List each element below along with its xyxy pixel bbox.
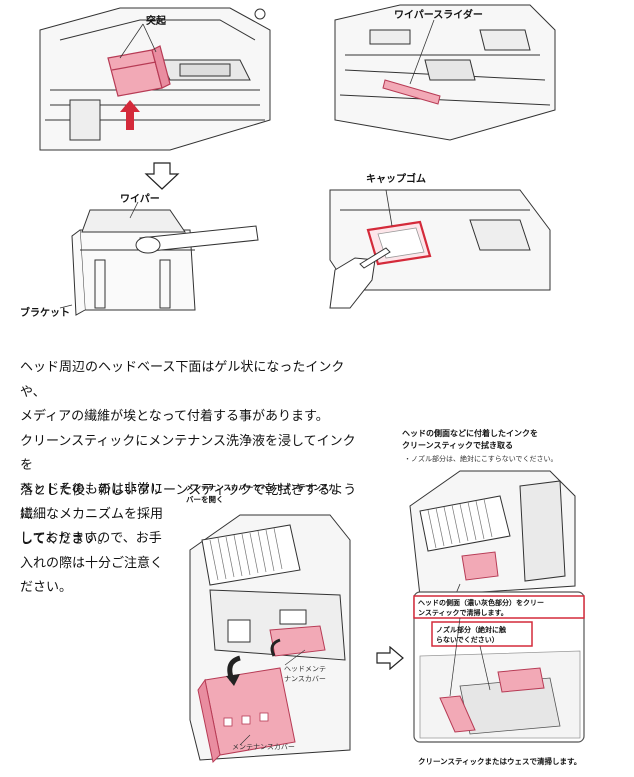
- down-outline-arrow-icon: [144, 162, 180, 190]
- label-protrusion: 突起: [146, 16, 166, 27]
- head-side-highlight: [461, 551, 499, 581]
- body-line: クリーンスティックにメンテナンス洗浄液を浸してインクを: [20, 433, 356, 474]
- label-wiper: ワイパー: [120, 194, 160, 205]
- fig6-note: ・ノズル部分は、絶対にこすらないでください。: [404, 455, 558, 463]
- body-paragraph-full: ヘッド周辺のヘッドベース下面はゲル状になったインクや、 メディアの繊維が埃となっ…: [20, 356, 360, 552]
- body-line: メディアの繊維が埃となって付着する事があります。: [20, 409, 329, 424]
- body-paragraph-narrow: ヘッドそのものは非常に 繊細なメカニズムを採用 しておりますので、お手 入れの際…: [20, 478, 170, 601]
- fig6-caption: クリーンスティックまたはウェスで清掃します。: [418, 757, 582, 766]
- label-bracket: ブラケット: [20, 308, 70, 319]
- body-line: 落とした後、新しいクリーンスティックで乾拭きするように: [20, 482, 357, 523]
- fig5-title-line: バーを開く: [186, 495, 224, 504]
- body-line: 繊細なメカニズムを採用: [20, 506, 164, 522]
- label-cap-rubber: キャップゴム: [366, 174, 426, 185]
- fig6-title-line: クリーンスティックで拭き取る: [402, 441, 513, 450]
- label-maintenance-cover: メンテナンスカバー: [232, 743, 295, 751]
- figure-wiper-bracket: ワイパー ブラケット: [20, 190, 260, 330]
- figure-wiper-protrusion: 突起: [30, 0, 280, 160]
- figure-cap-rubber: キャップゴム: [320, 170, 560, 310]
- label-head-cover-line: ナンスカバー: [284, 675, 326, 683]
- body-line: してください。: [20, 531, 111, 547]
- body-line: ヘッドそのものは非常に: [20, 482, 164, 497]
- body-line: 入れの際は十分ご注意く: [20, 555, 164, 571]
- callout-nozzle-line: らないでください）: [436, 636, 499, 644]
- body-line: ださい。: [20, 580, 73, 595]
- maintenance-cover: [197, 667, 296, 764]
- figure-wipe-head: ヘッドの側面などに付着したインクを クリーンスティックで拭き取る ・ノズル部分は…: [400, 426, 630, 776]
- zoom-callout-box: [413, 591, 585, 743]
- body-line: しておりますので、お手: [20, 531, 162, 546]
- wiper-slider-part: [382, 79, 441, 105]
- right-outline-arrow-icon: [376, 646, 404, 670]
- label-wiper-slider: ワイパースライダー: [394, 10, 483, 21]
- callout-side-line: ヘッドの側面（濃い灰色部分）をクリー: [418, 599, 544, 607]
- figure-open-covers: メンテナンスカバーとヘッドメンテナンスカ バーを開く: [180, 480, 360, 775]
- figure-wiper-slider: ワイパースライダー: [330, 0, 560, 150]
- fig6-title-line: ヘッドの側面などに付着したインクを: [402, 429, 538, 438]
- callout-nozzle-line: ノズル部分（絶対に触: [436, 626, 506, 634]
- label-head-cover-line: ヘッドメンテ: [284, 665, 326, 673]
- callout-side-line: ンスティックで清掃します。: [418, 609, 508, 617]
- wiper-part: [107, 45, 171, 97]
- fig5-title-line: メンテナンスカバーとヘッドメンテナンスカ: [186, 483, 336, 492]
- body-line: ヘッド周辺のヘッドベース下面はゲル状になったインクや、: [20, 360, 345, 400]
